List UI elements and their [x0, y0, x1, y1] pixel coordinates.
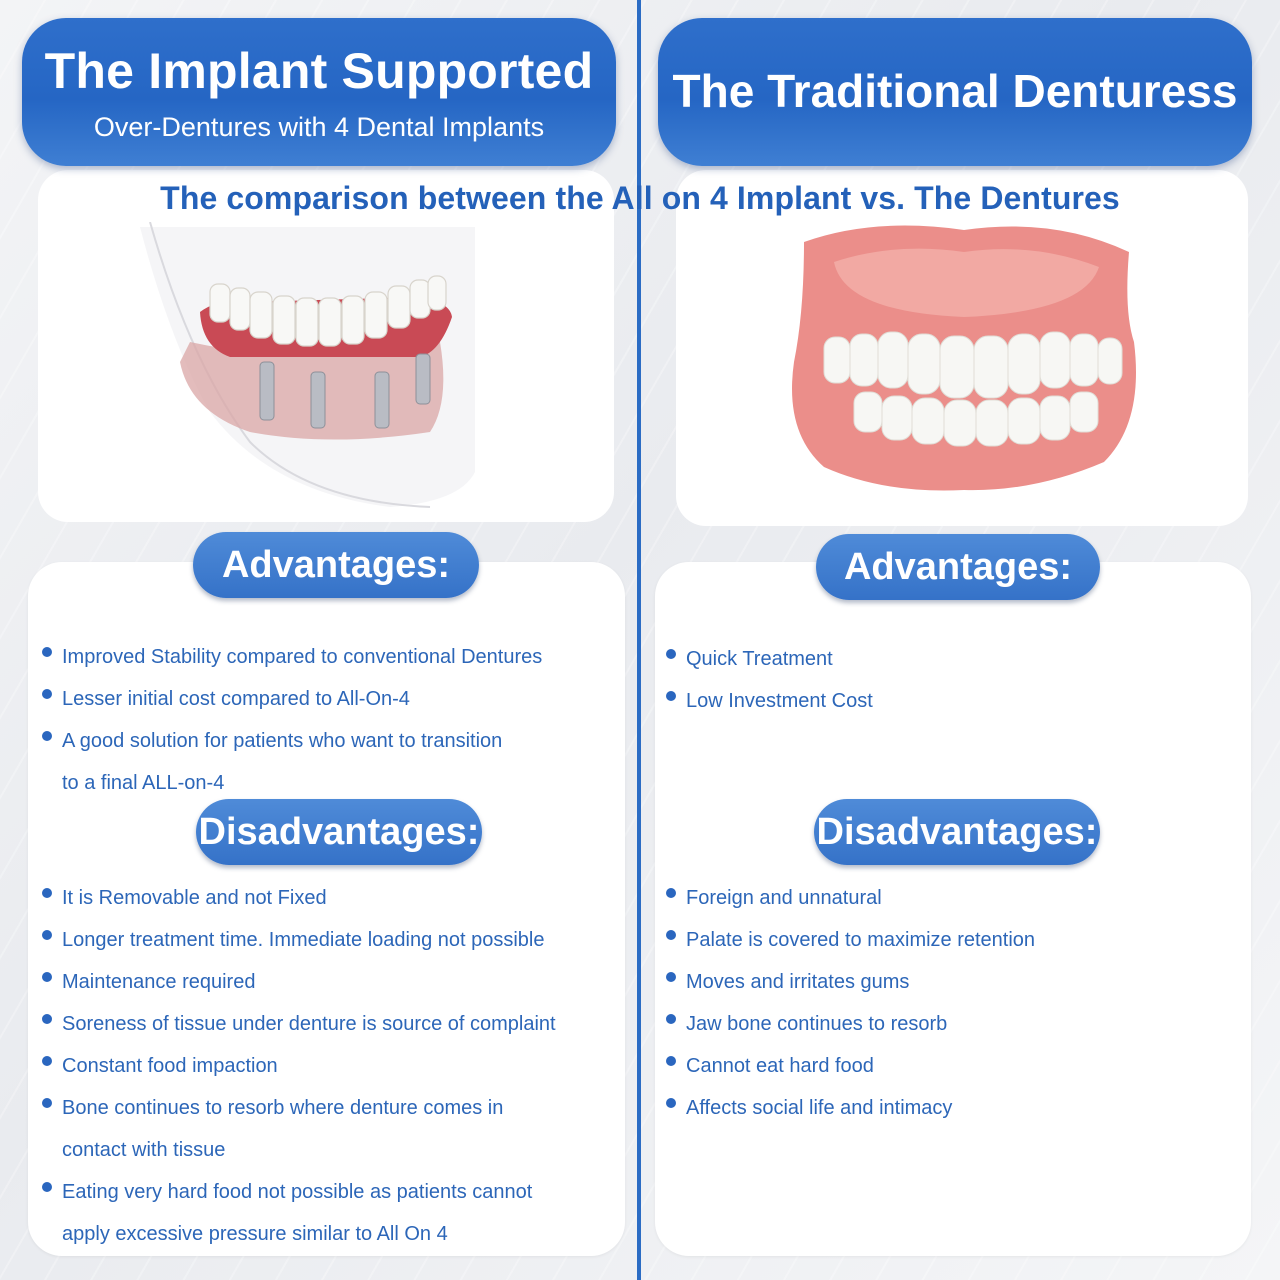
implant-disadvantages-heading: Disadvantages:	[196, 799, 482, 865]
bullet-icon	[666, 930, 676, 940]
list-item: Jaw bone continues to resorb	[666, 1003, 1226, 1045]
bullet-icon	[42, 888, 52, 898]
list-item: Affects social life and intimacy	[666, 1087, 1226, 1129]
bullet-icon	[666, 649, 676, 659]
denture-header-title: The Traditional Denturess	[672, 65, 1238, 117]
denture-details-card	[655, 562, 1251, 1256]
implant-advantages-heading: Advantages:	[193, 532, 479, 598]
implant-header-title: The Implant Supported	[44, 43, 594, 99]
list-item-continuation: to a final ALL-on-4	[62, 772, 225, 794]
list-item: Cannot eat hard food	[666, 1045, 1226, 1087]
implant-overdenture-illustration-icon	[140, 222, 475, 508]
implant-header-subtitle: Over-Dentures with 4 Dental Implants	[93, 112, 545, 142]
bullet-icon	[666, 1014, 676, 1024]
list-item: A good solution for patients who want to…	[42, 720, 602, 762]
bullet-icon	[666, 888, 676, 898]
list-item: Palate is covered to maximize retention	[666, 919, 1226, 961]
bullet-icon	[42, 731, 52, 741]
list-item: It is Removable and not Fixed	[42, 877, 622, 919]
list-item: Eating very hard food not possible as pa…	[42, 1171, 622, 1213]
bullet-icon	[42, 1098, 52, 1108]
implant-details-card	[28, 562, 625, 1256]
bullet-icon	[42, 647, 52, 657]
bullet-icon	[666, 1056, 676, 1066]
denture-disadvantages-heading: Disadvantages:	[814, 799, 1100, 865]
bullet-icon	[42, 1182, 52, 1192]
denture-advantages-list: Quick Treatment Low Investment Cost	[666, 638, 1226, 722]
implant-disadvantages-list: It is Removable and not Fixed Longer tre…	[42, 877, 622, 1255]
list-item: Longer treatment time. Immediate loading…	[42, 919, 622, 961]
list-item-continuation: contact with tissue	[62, 1139, 226, 1161]
bullet-icon	[666, 972, 676, 982]
bullet-icon	[42, 972, 52, 982]
bullet-icon	[666, 691, 676, 701]
bullet-icon	[42, 1014, 52, 1024]
list-item: Low Investment Cost	[666, 680, 1226, 722]
list-item: Improved Stability compared to conventio…	[42, 636, 602, 678]
bullet-icon	[42, 930, 52, 940]
traditional-denture-illustration-icon	[792, 225, 1136, 491]
implant-advantages-list: Improved Stability compared to conventio…	[42, 636, 602, 804]
list-item: Bone continues to resorb where denture c…	[42, 1087, 622, 1129]
list-item-continuation: apply excessive pressure similar to All …	[62, 1223, 448, 1245]
bullet-icon	[42, 689, 52, 699]
bullet-icon	[666, 1098, 676, 1108]
comparison-title: The comparison between the All on 4 Impl…	[160, 180, 1120, 216]
list-item: Maintenance required	[42, 961, 622, 1003]
denture-advantages-heading: Advantages:	[816, 534, 1100, 600]
list-item: Quick Treatment	[666, 638, 1226, 680]
list-item: Moves and irritates gums	[666, 961, 1226, 1003]
denture-header: The Traditional Denturess	[658, 18, 1252, 166]
list-item: Constant food impaction	[42, 1045, 622, 1087]
bullet-icon	[42, 1056, 52, 1066]
denture-disadvantages-list: Foreign and unnatural Palate is covered …	[666, 877, 1226, 1129]
list-item: Lesser initial cost compared to All-On-4	[42, 678, 602, 720]
center-divider	[637, 0, 641, 1280]
implant-header: The Implant Supported Over-Dentures with…	[22, 18, 616, 166]
list-item: Foreign and unnatural	[666, 877, 1226, 919]
list-item: Soreness of tissue under denture is sour…	[42, 1003, 622, 1045]
